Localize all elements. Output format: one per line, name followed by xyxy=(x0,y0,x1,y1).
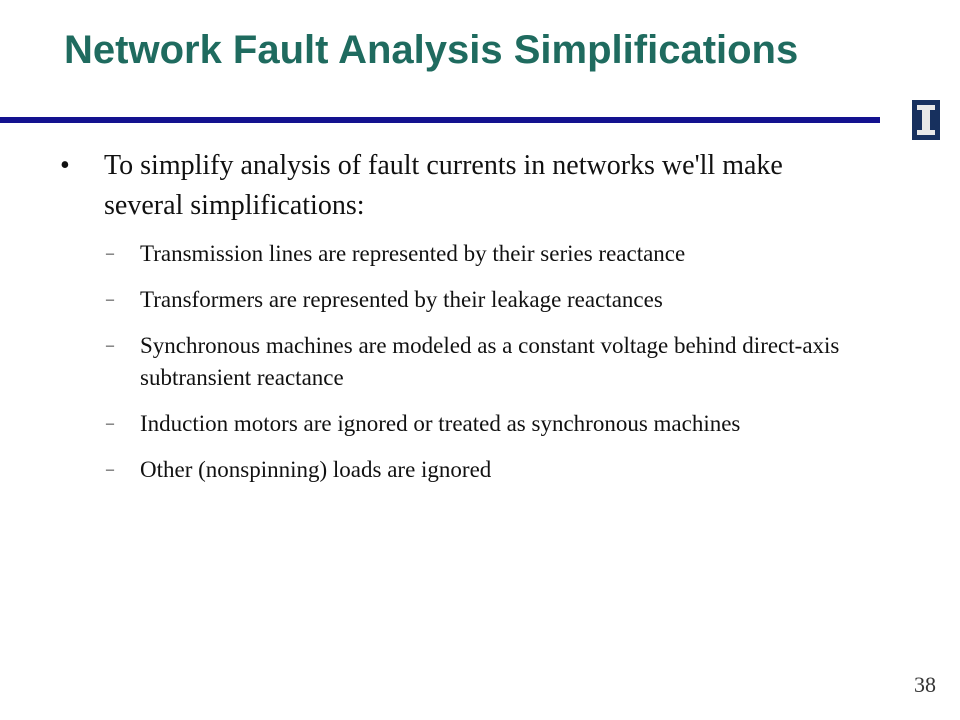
dash-marker: – xyxy=(106,461,114,478)
sub-bullet-text: Induction motors are ignored or treated … xyxy=(140,411,741,436)
sub-bullet-item: – Other (nonspinning) loads are ignored xyxy=(104,454,884,486)
dash-marker: – xyxy=(106,415,114,432)
page-number: 38 xyxy=(914,672,936,697)
sub-bullet-text: Transmission lines are represented by th… xyxy=(140,241,686,266)
main-bullet-text: To simplify analysis of fault currents i… xyxy=(104,150,783,221)
sub-bullet-item: – Induction motors are ignored or treate… xyxy=(104,408,884,440)
sub-bullet-text: Synchronous machines are modeled as a co… xyxy=(140,333,840,390)
title-rule xyxy=(0,117,880,123)
university-block-i-icon xyxy=(912,100,940,140)
sub-bullet-item: – Transmission lines are represented by … xyxy=(104,238,884,270)
sub-bullet-text: Other (nonspinning) loads are ignored xyxy=(140,457,492,482)
sub-bullet-text: Transformers are represented by their le… xyxy=(140,287,663,312)
sub-bullet-item: – Synchronous machines are modeled as a … xyxy=(104,330,884,394)
dash-marker: – xyxy=(106,245,114,262)
sub-bullet-list: – Transmission lines are represented by … xyxy=(104,238,884,500)
dash-marker: – xyxy=(106,337,114,354)
sub-bullet-item: – Transformers are represented by their … xyxy=(104,284,884,316)
dash-marker: – xyxy=(106,291,114,308)
slide-title: Network Fault Analysis Simplifications xyxy=(64,28,799,72)
bullet-marker: • xyxy=(60,150,70,181)
